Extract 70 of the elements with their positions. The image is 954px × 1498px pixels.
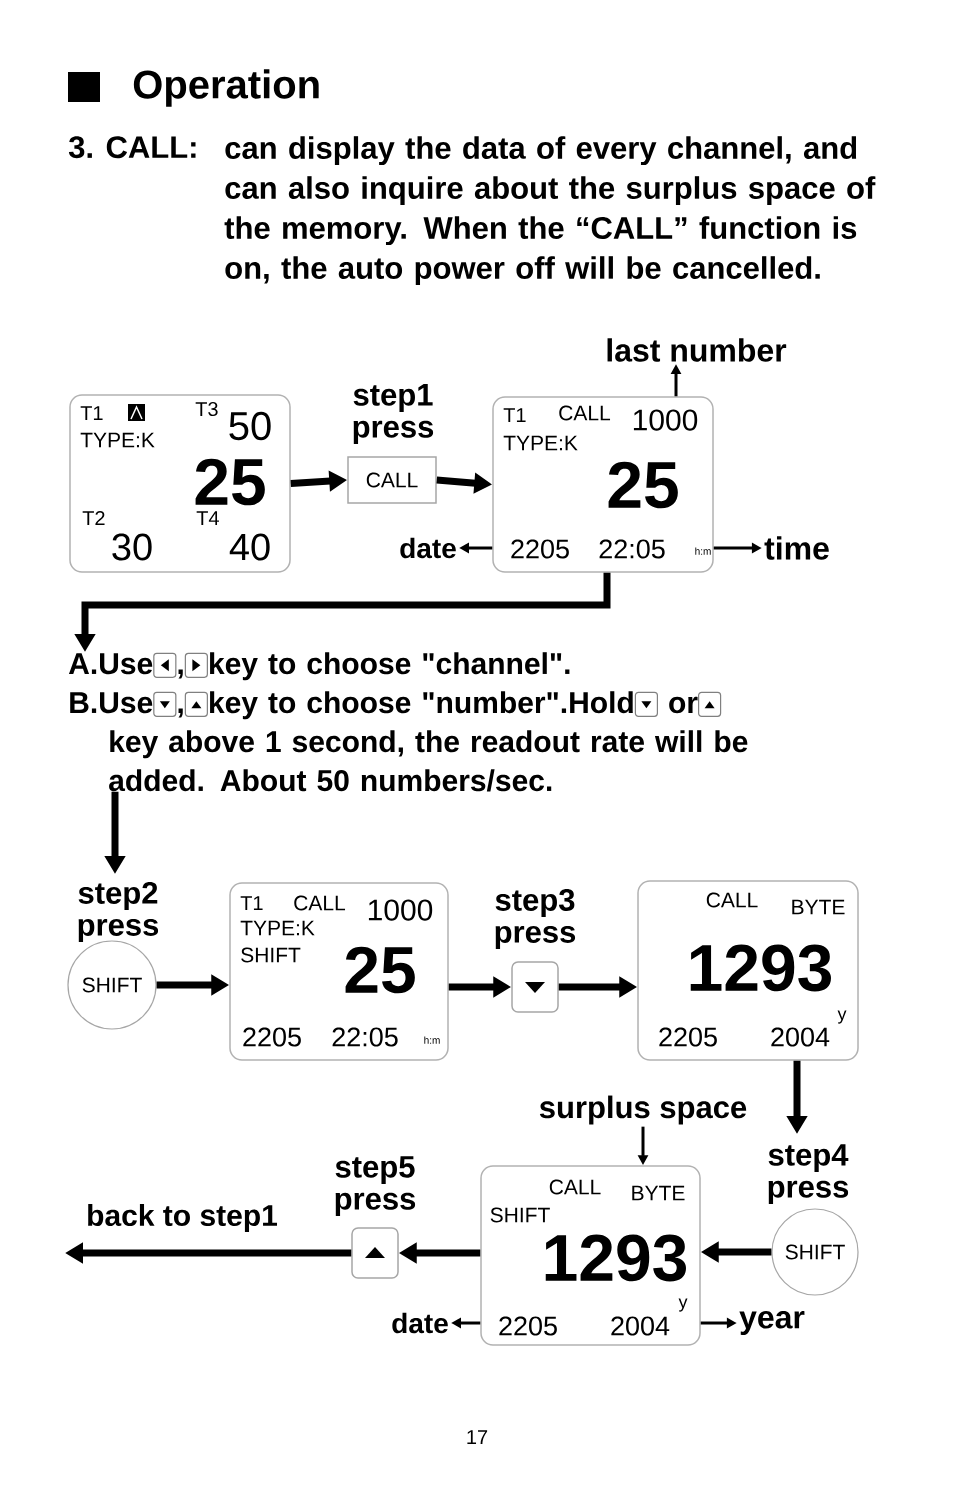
instruction-text: key above 1 second, the readout rate will be added. About 50 numbers/sec. <box>109 730 748 792</box>
display-text: 2205 <box>511 539 569 559</box>
lcd-display <box>480 1165 701 1346</box>
display-text: T1 <box>80 406 103 420</box>
display-text: T1 <box>503 408 526 422</box>
display-text: 50 <box>229 411 271 441</box>
display-text: SHIFT <box>241 947 301 963</box>
display-text: BYTE <box>792 899 845 915</box>
display-text: SHIFT <box>490 1207 550 1223</box>
callout-text: date <box>400 537 456 559</box>
lcd-display <box>229 882 449 1061</box>
instruction-text: , <box>178 669 183 679</box>
key-button: CALL <box>347 456 437 504</box>
round-button: SHIFT <box>771 1208 859 1296</box>
display-text: h:m <box>695 547 711 555</box>
display-text: 2205 <box>243 1027 301 1047</box>
display-text: 25 <box>608 461 678 509</box>
title: Operation <box>133 69 319 107</box>
instruction-text: B.Use <box>70 692 153 714</box>
callout-text: time <box>764 536 829 560</box>
display-text: T4 <box>196 511 219 525</box>
display-text: 2004 <box>611 1316 670 1336</box>
instruction-text: , <box>178 708 183 718</box>
display-text: T3 <box>195 401 218 417</box>
display-text: BYTE <box>632 1185 685 1201</box>
display-text: T2 <box>82 511 105 525</box>
display-text: 25 <box>345 946 415 994</box>
display-text: 1293 <box>545 1234 686 1282</box>
display-text: 40 <box>229 533 270 561</box>
display-text: 22:05 <box>332 1027 398 1047</box>
heading: 3. CALL: <box>68 136 196 159</box>
display-text: 1000 <box>633 409 698 431</box>
display-text: 2205 <box>659 1027 717 1047</box>
callout-text: surplus space <box>539 1095 747 1125</box>
display-text: TYPE:K <box>503 435 578 451</box>
display-text: CALL <box>559 405 611 421</box>
step-caption: step2 press <box>78 881 159 943</box>
lcd-display <box>492 396 714 573</box>
display-text: 2004 <box>771 1027 830 1047</box>
display-text: 25 <box>195 458 265 506</box>
step-caption: step5 press <box>335 1156 416 1216</box>
lcd-display <box>637 880 859 1061</box>
display-text: 30 <box>112 533 152 561</box>
edge-label: back to step1 <box>85 1203 279 1233</box>
display-text: CALL <box>294 895 346 911</box>
instruction-text: key to choose "channel". <box>210 652 570 681</box>
instruction-text: or <box>669 696 698 714</box>
callout-text: year <box>739 1311 805 1335</box>
display-text: TYPE:K <box>80 432 155 448</box>
display-text: 1293 <box>690 944 831 992</box>
display-text: y <box>837 1010 847 1024</box>
display-text: CALL <box>706 892 758 908</box>
step-caption: step3 press <box>495 888 576 950</box>
display-text: 1000 <box>368 899 433 921</box>
callout-text: last number <box>607 338 787 362</box>
instruction-text: key to choose "number".Hold <box>210 691 633 720</box>
display-text: 2205 <box>499 1316 557 1336</box>
display-text: T1 <box>240 896 263 910</box>
display-text: 22:05 <box>599 539 665 559</box>
step-caption: step1 press <box>353 384 434 444</box>
display-text: h:m <box>424 1036 440 1044</box>
lcd-display <box>69 394 291 573</box>
callout-text: date <box>392 1312 448 1334</box>
page-number: 17 <box>467 1430 488 1444</box>
display-text: TYPE:K <box>240 920 315 936</box>
instruction-text: A.Use <box>68 653 153 675</box>
display-text: y <box>678 1298 688 1312</box>
step-caption: step4 press <box>768 1144 849 1204</box>
description: can display the data of every channel, and can also inquire about the surplus space of the memory. When the “CALL” function is on, the auto power off will be cancelled. <box>224 136 876 286</box>
display-text: CALL <box>549 1179 601 1195</box>
